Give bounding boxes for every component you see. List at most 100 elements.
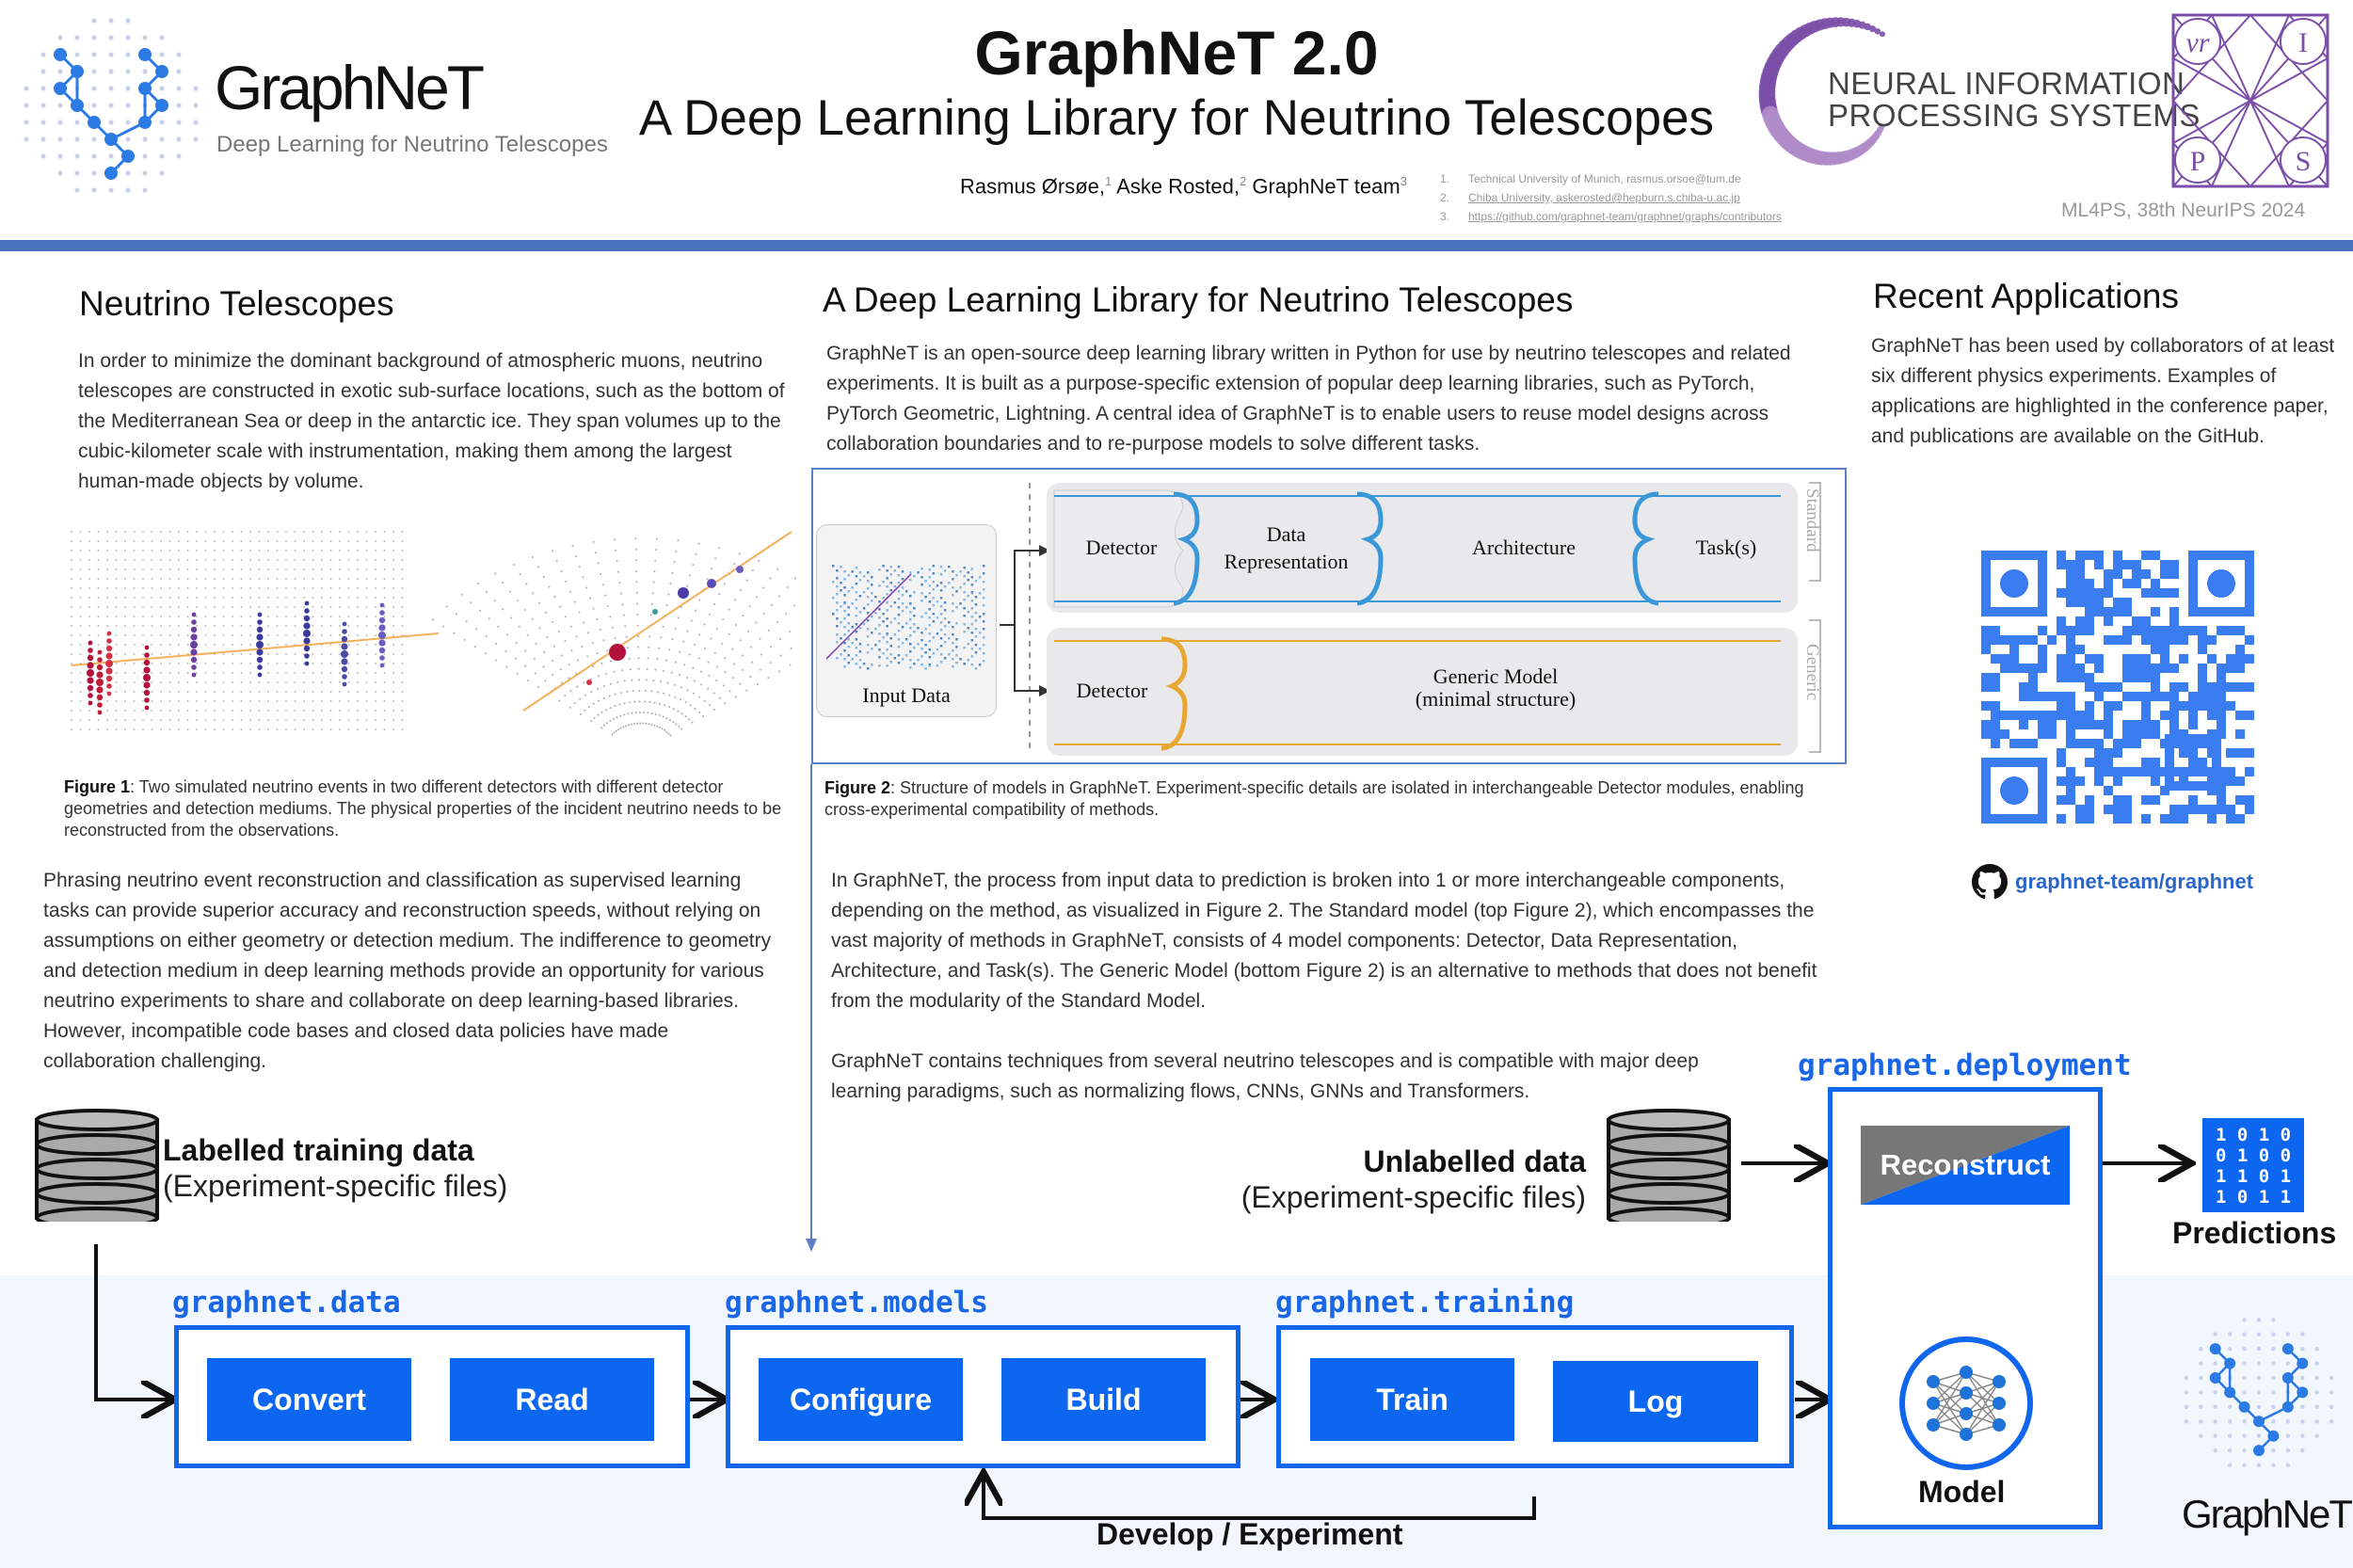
- graphnet-logo-icon: [17, 9, 205, 207]
- package-label-models: graphnet.models: [725, 1286, 988, 1320]
- model-label: Model: [1918, 1475, 2006, 1509]
- figure2-connectors: [1000, 482, 1821, 753]
- generic-row-shapes: [1054, 636, 1781, 751]
- generic-row: [1047, 628, 1798, 756]
- figure1-caption-text: : Two simulated neutrino events in two d…: [64, 777, 782, 840]
- header-divider: [0, 240, 2353, 251]
- develop-experiment-label: Develop / Experiment: [1096, 1517, 1403, 1551]
- data-representation-block: Data Representation: [1224, 522, 1349, 573]
- reconstruct-button-label: Reconstruct: [1880, 1148, 2051, 1181]
- neurips-letter: I: [2298, 27, 2308, 58]
- affiliations: 1. Technical University of Munich, rasmus…: [1440, 169, 1782, 226]
- neural-network-icon: [1897, 1335, 2035, 1472]
- github-qr-code[interactable]: [1981, 551, 2254, 824]
- configure-button[interactable]: Configure: [759, 1358, 963, 1441]
- github-link[interactable]: graphnet-team/graphnet: [1972, 864, 2253, 900]
- labelled-data-label: Labelled training data (Experiment-speci…: [163, 1132, 507, 1204]
- reconstruct-button-bg: [1861, 1126, 2070, 1205]
- author-name: GraphNeT team: [1246, 174, 1401, 199]
- neurips-emblem-icon: νr I P S: [2169, 11, 2331, 190]
- read-button[interactable]: Read: [450, 1358, 654, 1441]
- input-data-label: Input Data: [862, 683, 951, 707]
- contributors-link[interactable]: https://github.com/graphnet-team/graphne…: [1468, 210, 1782, 223]
- generic-model-title: Generic Model: [1433, 664, 1559, 688]
- input-data-card: Input Data: [816, 524, 997, 717]
- binary-output-icon: 1 0 1 0 0 1 0 0 1 1 0 1 1 0 1 1: [2202, 1118, 2304, 1212]
- figure2-caption: Figure 2: Structure of models in GraphNe…: [824, 777, 1841, 821]
- affil-number: 1.: [1440, 172, 1450, 185]
- input-data-plot: [826, 565, 985, 670]
- recent-applications-text: GraphNeT has been used by collaborators …: [1871, 335, 2335, 447]
- standard-tag: Standard: [1802, 488, 1822, 552]
- log-button[interactable]: Log: [1553, 1361, 1758, 1442]
- unlabelled-data-subtitle: (Experiment-specific files): [1241, 1180, 1586, 1214]
- standard-detector-block: Detector: [1085, 536, 1158, 559]
- tasks-block: Task(s): [1695, 536, 1757, 559]
- figure1-event-displays: [62, 513, 856, 758]
- binary-row: 0 1 0 0: [2215, 1145, 2292, 1166]
- generic-model-subtitle: (minimal structure): [1415, 687, 1577, 711]
- neurips-line-2: PROCESSING SYSTEMS: [1828, 98, 2201, 133]
- reconstruct-button[interactable]: Reconstruct: [1861, 1126, 2070, 1205]
- affil-number: 2.: [1440, 191, 1450, 204]
- figure1-label: Figure 1: [64, 777, 131, 796]
- labelled-data-subtitle: (Experiment-specific files): [163, 1169, 508, 1203]
- github-link-text[interactable]: graphnet-team/graphnet: [2015, 870, 2254, 893]
- generic-detector-block: Detector: [1076, 679, 1148, 702]
- poster-title: GraphNeT 2.0: [974, 18, 1379, 88]
- train-button[interactable]: Train: [1310, 1358, 1514, 1441]
- author-affil-mark: 1: [1105, 174, 1112, 188]
- neurips-letter: νr: [2186, 27, 2210, 58]
- section-heading-neutrino-telescopes: Neutrino Telescopes: [79, 284, 394, 323]
- author-list: Rasmus Ørsøe,1 Aske Rosted,2 GraphNeT te…: [960, 174, 1407, 199]
- convert-button[interactable]: Convert: [207, 1358, 411, 1441]
- neurips-line-1: NEURAL INFORMATION: [1828, 66, 2185, 101]
- graphnet-footer-logo-icon: [2174, 1310, 2344, 1480]
- neurips-letter: S: [2296, 146, 2312, 177]
- package-label-data: graphnet.data: [172, 1286, 401, 1320]
- section-heading-library: A Deep Learning Library for Neutrino Tel…: [823, 280, 1574, 319]
- author-name: Rasmus Ørsøe,: [960, 174, 1106, 199]
- graphnet-logo-tagline: Deep Learning for Neutrino Telescopes: [216, 132, 608, 157]
- author-name: Aske Rosted,: [1112, 174, 1241, 199]
- figure2-caption-text: : Structure of models in GraphNeT. Exper…: [824, 778, 1804, 819]
- generic-model-block: Generic Model (minimal structure): [1218, 665, 1773, 711]
- venue-label: ML4PS, 38th NeurIPS 2024: [2061, 200, 2306, 221]
- package-label-deployment: graphnet.deployment: [1798, 1048, 2132, 1082]
- neurips-swirl-icon: [1737, 5, 1915, 193]
- process-paragraph: In GraphNeT, the process from input data…: [831, 870, 1817, 1012]
- affil-email-link[interactable]: Chiba University, askerosted@hepburn.s.c…: [1468, 191, 1740, 204]
- unlabelled-database-icon: [1603, 1109, 1735, 1229]
- section-heading-recent-applications: Recent Applications: [1873, 277, 2179, 315]
- library-intro: GraphNeT is an open-source deep learning…: [826, 343, 1791, 455]
- author-affil-mark: 2: [1240, 174, 1247, 188]
- labelled-data-title: Labelled training data: [163, 1133, 474, 1167]
- package-label-training: graphnet.training: [1275, 1286, 1575, 1320]
- supervised-learning-paragraph: Phrasing neutrino event reconstruction a…: [43, 870, 772, 1072]
- standard-row-shapes: [1053, 489, 1781, 608]
- author-affil-mark: 3: [1400, 174, 1407, 188]
- unlabelled-data-title: Unlabelled data: [1363, 1144, 1587, 1178]
- figure2-label: Figure 2: [824, 778, 891, 797]
- build-button[interactable]: Build: [1001, 1358, 1206, 1441]
- labelled-database-icon: [31, 1109, 163, 1229]
- architecture-block: Architecture: [1472, 536, 1576, 559]
- graphnet-logo-name: GraphNeT: [215, 53, 485, 122]
- neutrino-telescopes-intro: In order to minimize the dominant backgr…: [78, 350, 785, 492]
- affil-number: 3.: [1440, 210, 1450, 223]
- neurips-letter: P: [2190, 146, 2206, 177]
- unlabelled-data-label: Unlabelled data (Experiment-specific fil…: [1186, 1144, 1586, 1215]
- figure1-caption: Figure 1: Two simulated neutrino events …: [64, 776, 789, 841]
- binary-row: 1 0 1 0: [2215, 1125, 2292, 1145]
- binary-row: 1 1 0 1: [2215, 1166, 2292, 1187]
- graphnet-footer-logo-name: GraphNeT: [2182, 1492, 2353, 1536]
- binary-row: 1 0 1 1: [2215, 1187, 2292, 1208]
- techniques-paragraph: GraphNeT contains techniques from severa…: [831, 1050, 1699, 1102]
- figure2-model-structure: Input Data Detector Data Representation …: [811, 468, 1847, 764]
- poster-subtitle: A Deep Learning Library for Neutrino Tel…: [638, 90, 1715, 146]
- predictions-label: Predictions: [2172, 1216, 2337, 1250]
- affil-text: Technical University of Munich, rasmus.o…: [1468, 172, 1741, 185]
- neurips-wordmark: NEURAL INFORMATION PROCESSING SYSTEMS: [1828, 68, 2201, 132]
- github-icon: [1972, 864, 2008, 900]
